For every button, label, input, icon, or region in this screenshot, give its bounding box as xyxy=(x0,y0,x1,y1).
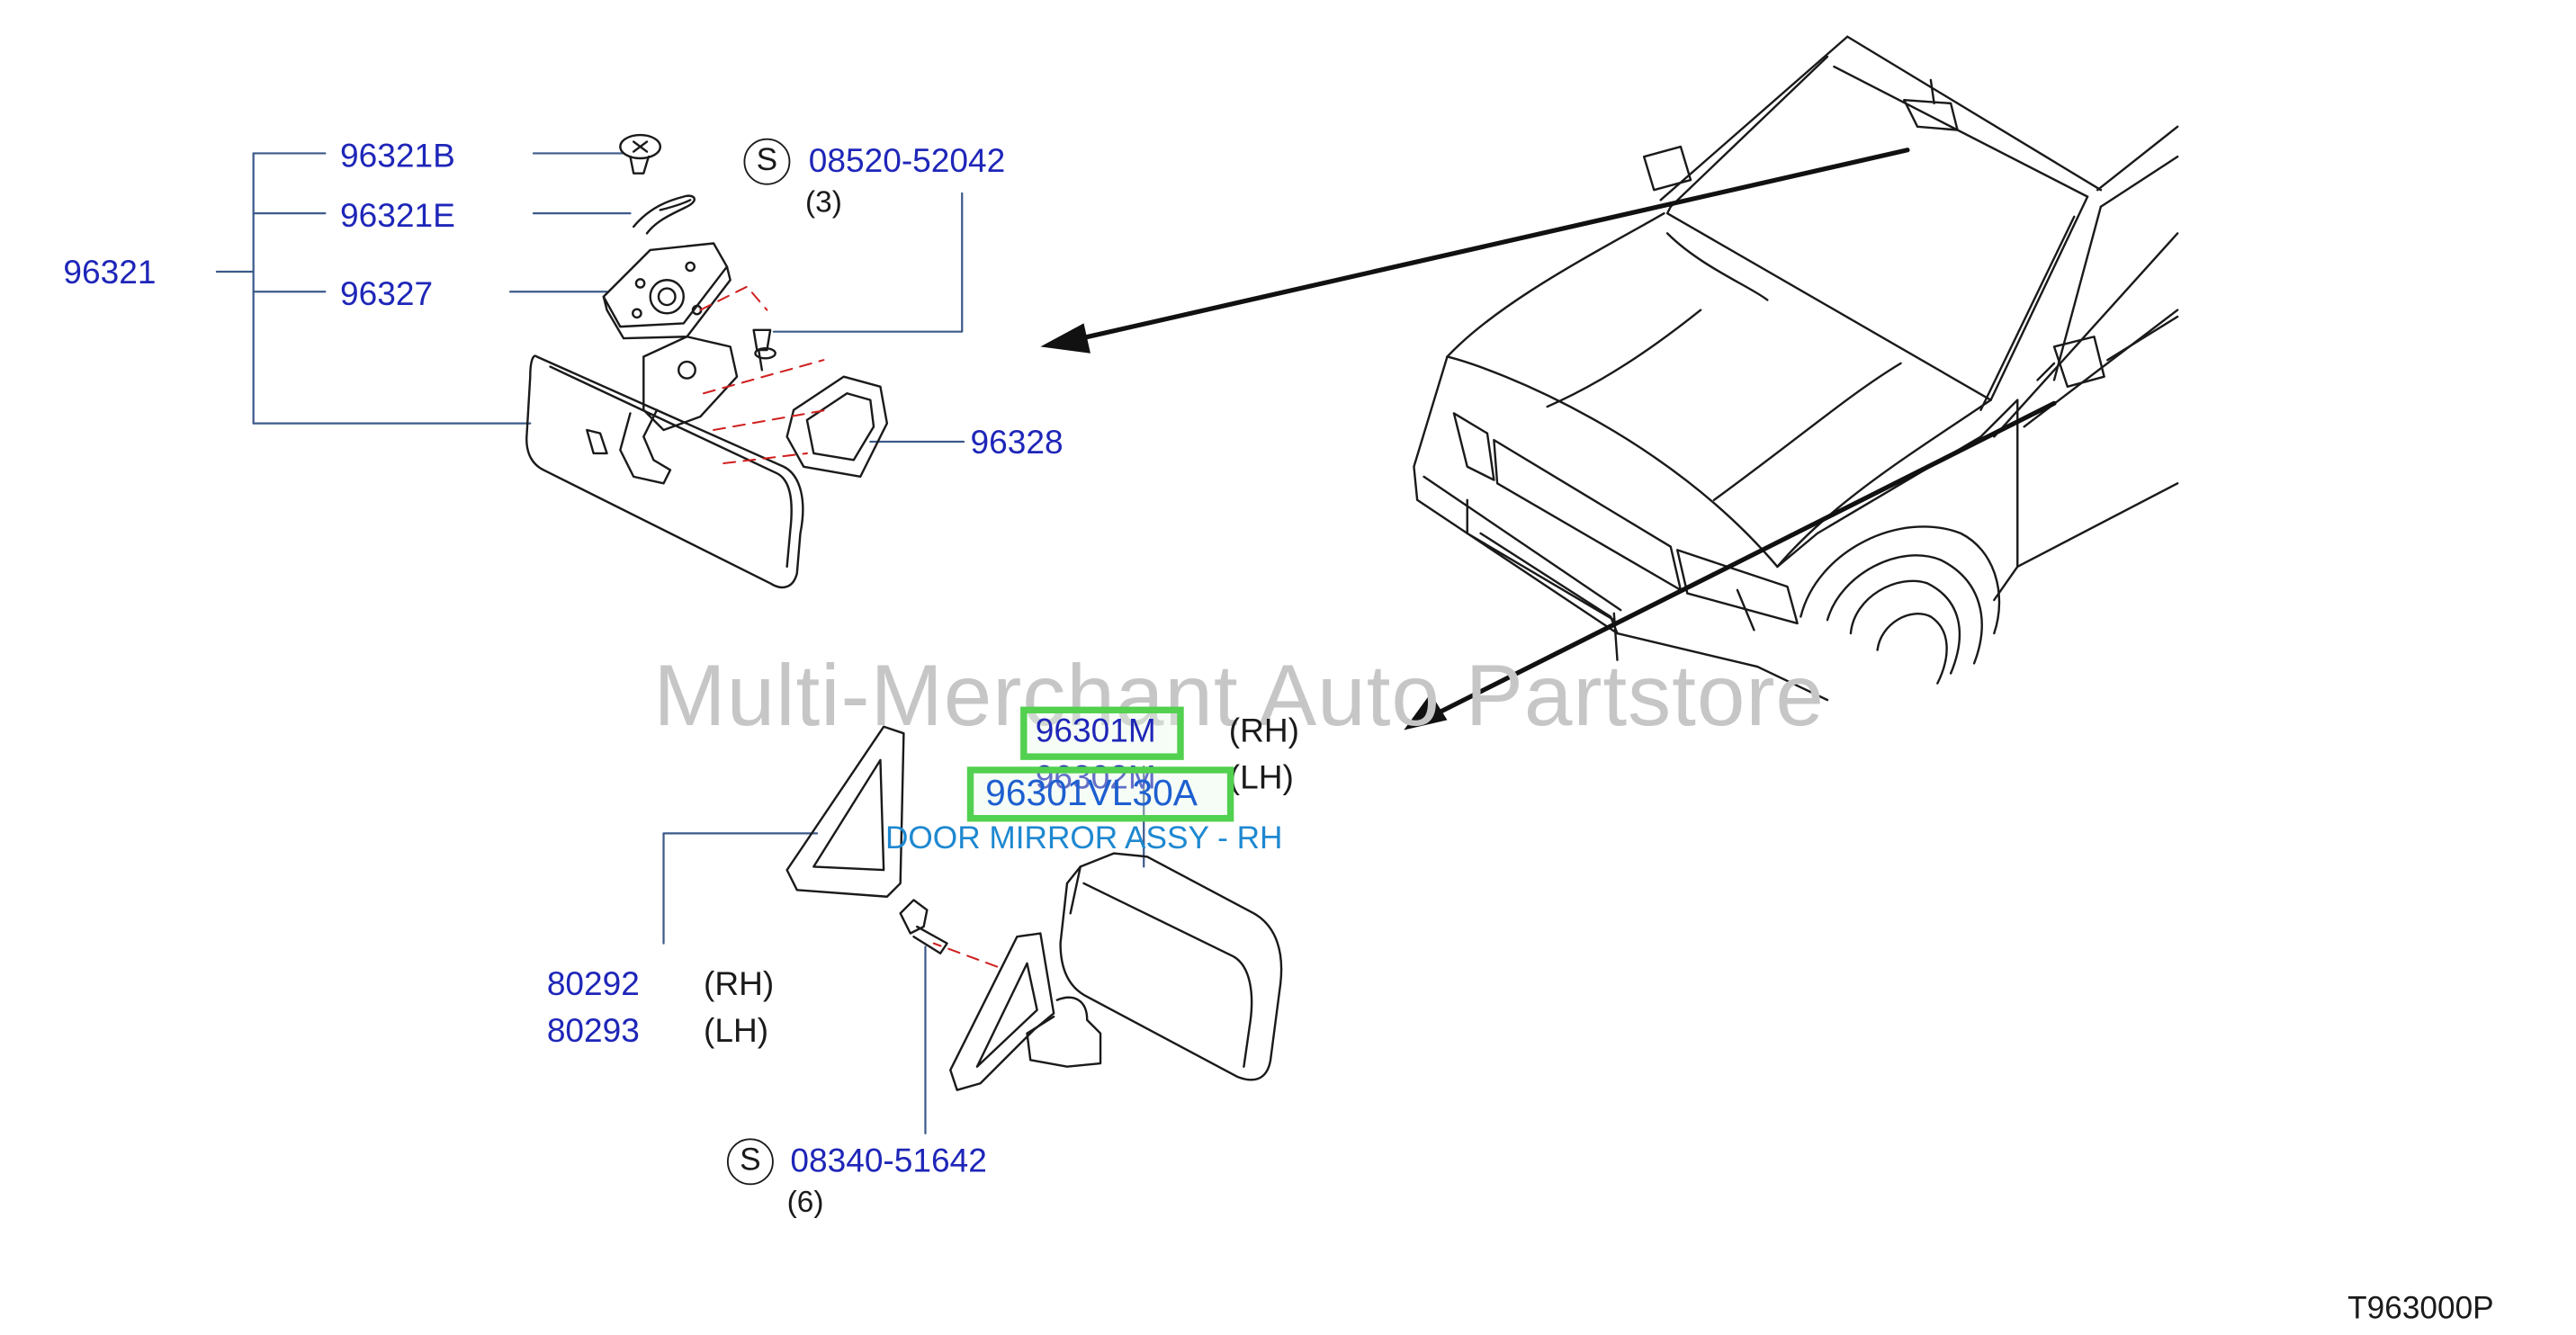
part-label-96328[interactable]: 96328 xyxy=(970,425,1064,462)
part-label-80293[interactable]: 80293 xyxy=(546,1013,640,1051)
selected-part-description: DOOR MIRROR ASSY - RH xyxy=(884,821,1283,857)
screw-quantity: (3) xyxy=(805,184,842,219)
cover-side-lh: (LH) xyxy=(704,1013,769,1051)
selected-part-number[interactable]: 96301VL30A xyxy=(985,771,1198,814)
side-label-rh: (RH) xyxy=(1228,712,1299,750)
watermark: Multi-Merchant Auto Partstore xyxy=(653,648,1825,746)
highlight-box-selected xyxy=(966,766,1234,822)
screw-08520-drawing xyxy=(752,328,776,372)
standard-part-symbol-bolt: S xyxy=(726,1138,774,1186)
cover-96328-drawing xyxy=(785,375,889,479)
part-label-08520-52042[interactable]: 08520-52042 xyxy=(808,143,1006,181)
callout-arrows xyxy=(1071,148,2057,716)
side-label-lh: (LH) xyxy=(1228,759,1294,797)
part-label-96321B[interactable]: 96321B xyxy=(340,138,455,175)
mirror-body-96321-drawing xyxy=(525,336,804,589)
part-label-96301M[interactable]: 96301M xyxy=(1035,712,1156,750)
door-mirror-assy-drawing xyxy=(949,852,1283,1091)
cover-side-rh: (RH) xyxy=(704,966,775,1004)
part-label-80292[interactable]: 80292 xyxy=(546,966,640,1004)
diagram-code: T963000P xyxy=(2347,1291,2494,1327)
part-label-96321[interactable]: 96321 xyxy=(63,255,157,292)
bolt-08340-drawing xyxy=(899,899,948,954)
standard-part-symbol: S xyxy=(743,138,791,185)
part-label-08340-51642[interactable]: 08340-51642 xyxy=(790,1142,987,1180)
highlight-box-96301M xyxy=(1020,706,1184,760)
base-96327-drawing xyxy=(602,242,732,340)
clip-96321B-drawing xyxy=(619,133,662,175)
spring-96321E-drawing xyxy=(632,194,696,235)
part-label-96321E[interactable]: 96321E xyxy=(340,198,455,236)
part-label-96327[interactable]: 96327 xyxy=(340,276,434,314)
mirror-cover-80292-drawing xyxy=(785,725,905,898)
bolt-quantity: (6) xyxy=(786,1185,824,1219)
assembly-guide-lines xyxy=(699,285,999,968)
vehicle-drawing xyxy=(1413,35,2179,702)
